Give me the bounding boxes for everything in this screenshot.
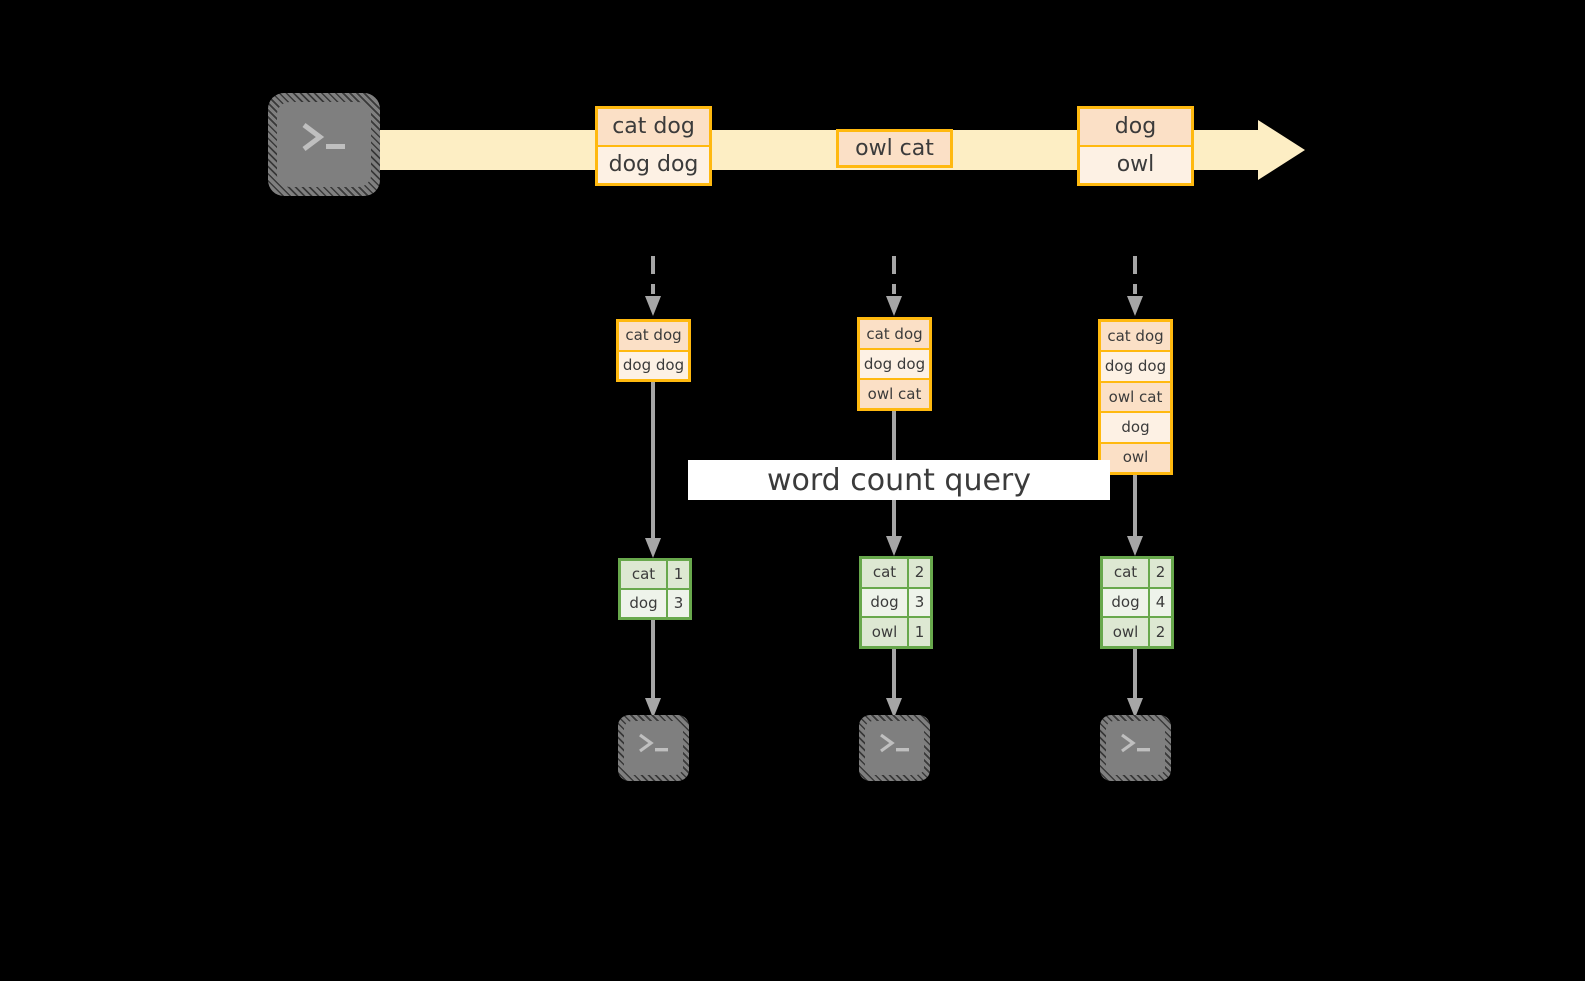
snapshot-3-inflow-arrow: [1127, 256, 1143, 316]
stream-event-line: cat dog: [598, 109, 709, 147]
buffer-line: owl cat: [860, 380, 929, 408]
result-count: 1: [668, 561, 689, 588]
table-row: dog 4: [1103, 588, 1171, 619]
stream-event-group-3[interactable]: dog owl: [1077, 106, 1194, 186]
snapshot-3-output-arrow: [1127, 649, 1143, 718]
result-word: cat: [862, 559, 909, 587]
table-row: owl 2: [1103, 618, 1171, 647]
snapshot-1-output-arrow: [645, 620, 661, 718]
result-word: dog: [862, 588, 909, 617]
snapshot-2-inflow-arrow: [886, 256, 902, 316]
table-row: dog 3: [621, 590, 689, 617]
terminal-prompt-glyph: [1121, 733, 1150, 753]
table-row: cat 2: [1103, 559, 1171, 589]
snapshot-3-result-table[interactable]: cat 2 dog 4 owl 2: [1100, 556, 1174, 649]
snapshot-2-buffer[interactable]: cat dog dog dog owl cat: [857, 317, 932, 411]
buffer-line: dog dog: [1101, 352, 1170, 383]
stream-event-line: owl: [1080, 147, 1191, 183]
snapshot-3-buffer[interactable]: cat dog dog dog owl cat dog owl: [1098, 319, 1173, 475]
terminal-prompt-glyph: [302, 123, 345, 151]
result-word: dog: [1103, 588, 1150, 617]
result-word: cat: [1103, 559, 1150, 587]
terminal-prompt-glyph: [639, 733, 668, 753]
buffer-line: owl: [1101, 443, 1170, 473]
source-terminal-icon: [268, 93, 380, 196]
buffer-line: owl cat: [1101, 382, 1170, 414]
snapshot-1-buffer[interactable]: cat dog dog dog: [616, 319, 691, 382]
stream-event-line: dog: [1080, 109, 1191, 147]
result-word: owl: [1103, 618, 1150, 647]
result-count: 3: [909, 588, 930, 617]
result-count: 2: [1150, 559, 1171, 587]
snapshot-2-sink-terminal-icon: [859, 715, 930, 781]
result-word: dog: [621, 590, 668, 617]
snapshot-3-query-arrow: [1127, 474, 1143, 556]
stream-event-group-2[interactable]: owl cat: [836, 129, 953, 168]
snapshot-1-inflow-arrow: [645, 256, 661, 316]
snapshot-1-query-arrow: [645, 382, 661, 558]
buffer-line: cat dog: [1101, 322, 1170, 353]
result-count: 2: [909, 559, 930, 587]
result-count: 3: [668, 590, 689, 617]
snapshot-2-output-arrow: [886, 649, 902, 718]
buffer-line: dog dog: [619, 351, 688, 379]
snapshot-3-sink-terminal-icon: [1100, 715, 1171, 781]
table-row: cat 2: [862, 559, 930, 589]
query-label-text: word count query: [766, 462, 1032, 498]
snapshot-2-result-table[interactable]: cat 2 dog 3 owl 1: [859, 556, 933, 649]
result-word: owl: [862, 618, 909, 647]
table-row: dog 3: [862, 588, 930, 619]
stream-event-group-1[interactable]: cat dog dog dog: [595, 106, 712, 186]
terminal-prompt-glyph: [880, 733, 909, 753]
stream-event-line: dog dog: [598, 147, 709, 183]
result-count: 1: [909, 618, 930, 647]
query-label-banner: word count query: [688, 460, 1110, 500]
result-count: 4: [1150, 588, 1171, 617]
snapshot-1-result-table[interactable]: cat 1 dog 3: [618, 558, 692, 620]
result-count: 2: [1150, 618, 1171, 647]
result-word: cat: [621, 561, 668, 588]
table-row: cat 1: [621, 561, 689, 590]
buffer-line: dog: [1101, 413, 1170, 444]
snapshot-1-sink-terminal-icon: [618, 715, 689, 781]
stream-event-line: owl cat: [839, 132, 950, 165]
buffer-line: dog dog: [860, 350, 929, 380]
buffer-line: cat dog: [860, 320, 929, 350]
buffer-line: cat dog: [619, 322, 688, 352]
table-row: owl 1: [862, 618, 930, 647]
